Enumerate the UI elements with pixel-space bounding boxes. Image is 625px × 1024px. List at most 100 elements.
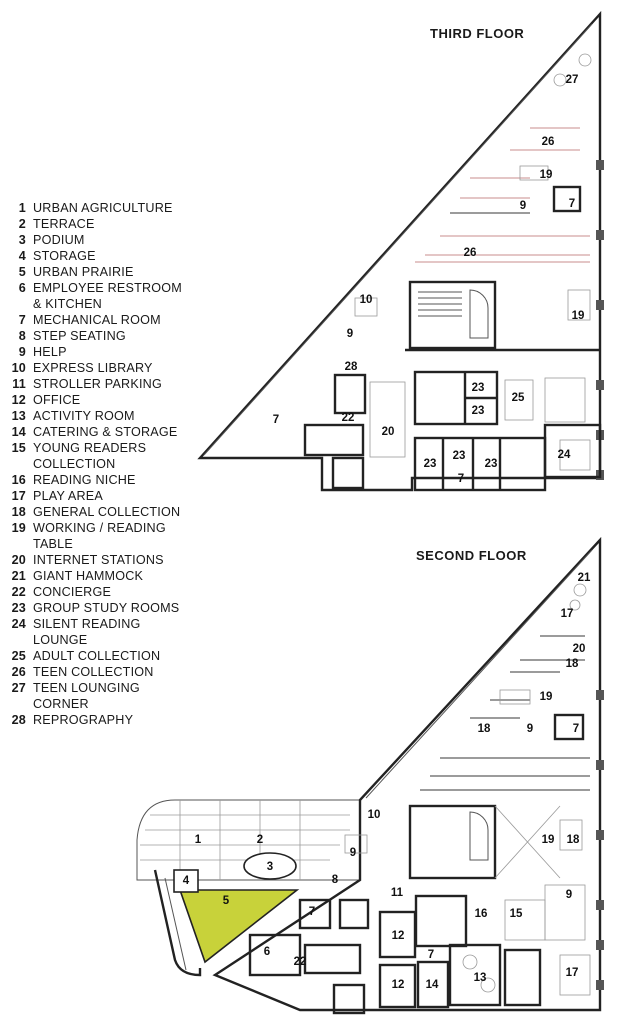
room-label: 19 [540,169,553,181]
room-label: 16 [475,908,488,920]
room-label: 10 [360,294,373,306]
room-label: 9 [566,889,572,901]
third-floor-silent-room [543,423,602,479]
legend-label: STORAGE [33,249,96,263]
room-label: 23 [453,450,466,462]
legend-number: 10 [11,361,26,375]
legend-number: 23 [11,601,26,615]
room-label: 19 [542,834,555,846]
room-label: 12 [392,979,405,991]
second-floor-elevator [332,983,366,1015]
room-label: 14 [426,979,439,991]
room-label: 9 [350,847,356,859]
legend-label: TEEN LOUNGING CORNER [33,681,140,711]
legend-number: 25 [11,649,26,663]
legend-number: 6 [18,281,26,295]
third-floor-mech-room [552,185,582,213]
legend-item: 17 PLAY AREA [6,488,206,504]
legend-number: 4 [18,249,26,263]
legend-item: 4 STORAGE [6,248,206,264]
legend-label: OFFICE [33,393,81,407]
legend-number: 13 [11,409,26,423]
legend-label: TEEN COLLECTION [33,665,154,679]
second-floor-furniture [344,583,591,996]
room-label: 9 [527,723,533,735]
legend-label: MECHANICAL ROOM [33,313,161,327]
legend-label: EXPRESS LIBRARY [33,361,153,375]
legend-label: PLAY AREA [33,489,103,503]
room-label: 7 [428,949,434,961]
room-label: 6 [264,946,270,958]
legend-item: 26 TEEN COLLECTION [6,664,206,680]
legend-number: 18 [11,505,26,519]
second-floor-plan [136,536,604,1015]
legend-number: 9 [18,345,26,359]
room-label: 26 [464,247,477,259]
room-label: 23 [424,458,437,470]
room-label: 13 [474,972,487,984]
legend-item: 14 CATERING & STORAGE [6,424,206,440]
room-label: 19 [540,691,553,703]
room-label: 3 [267,861,273,873]
second-floor-glazing [365,549,593,799]
legend-label: PODIUM [33,233,85,247]
third-floor-stair-treads [418,291,462,317]
room-label: 1 [195,834,202,846]
room-label: 10 [368,809,381,821]
room-label: 9 [520,200,526,212]
legend-label: ADULT COLLECTION [33,649,161,663]
room-label: 20 [573,643,586,655]
legend-label: URBAN AGRICULTURE [33,201,173,215]
third-floor-glazing [203,23,593,456]
legend-number: 16 [11,473,26,487]
terrace-edge [153,869,202,977]
third-floor-stair-curve [469,289,489,339]
second-floor-pillars [596,690,604,990]
second-floor-office-b [378,963,417,1009]
legend-number: 28 [11,713,26,727]
room-label: 2 [257,834,263,846]
legend-number: 14 [11,425,26,439]
urban-prairie-area [178,889,300,964]
legend-number: 5 [18,265,26,279]
storage-box [173,869,199,893]
second-floor-stair-atrium [408,804,497,880]
room-label: 4 [183,875,190,887]
room-label: 19 [572,310,585,322]
second-floor-shelving [420,635,590,791]
third-floor-outline [197,10,602,492]
third-floor-repro-room [333,373,367,415]
room-label: 17 [566,967,579,979]
legend-label: STEP SEATING [33,329,126,343]
legend-label: CATERING & STORAGE [33,425,178,439]
room-label: 24 [558,449,571,461]
third-floor-furniture [354,53,592,471]
legend-number: 3 [18,233,26,247]
room-label: 18 [478,723,491,735]
legend-number: 17 [11,489,26,503]
second-floor-title: SECOND FLOOR [416,548,527,563]
third-floor-elevator [331,456,365,490]
legend-number: 26 [11,665,26,679]
legend-item: 25 ADULT COLLECTION [6,648,206,664]
second-floor-office-a [378,910,417,959]
room-label: 27 [566,74,579,86]
third-floor-stair-left [303,423,365,457]
room-label: 23 [472,382,485,394]
room-label: 7 [573,723,579,735]
room-label: 12 [392,930,405,942]
room-label: 23 [485,458,498,470]
